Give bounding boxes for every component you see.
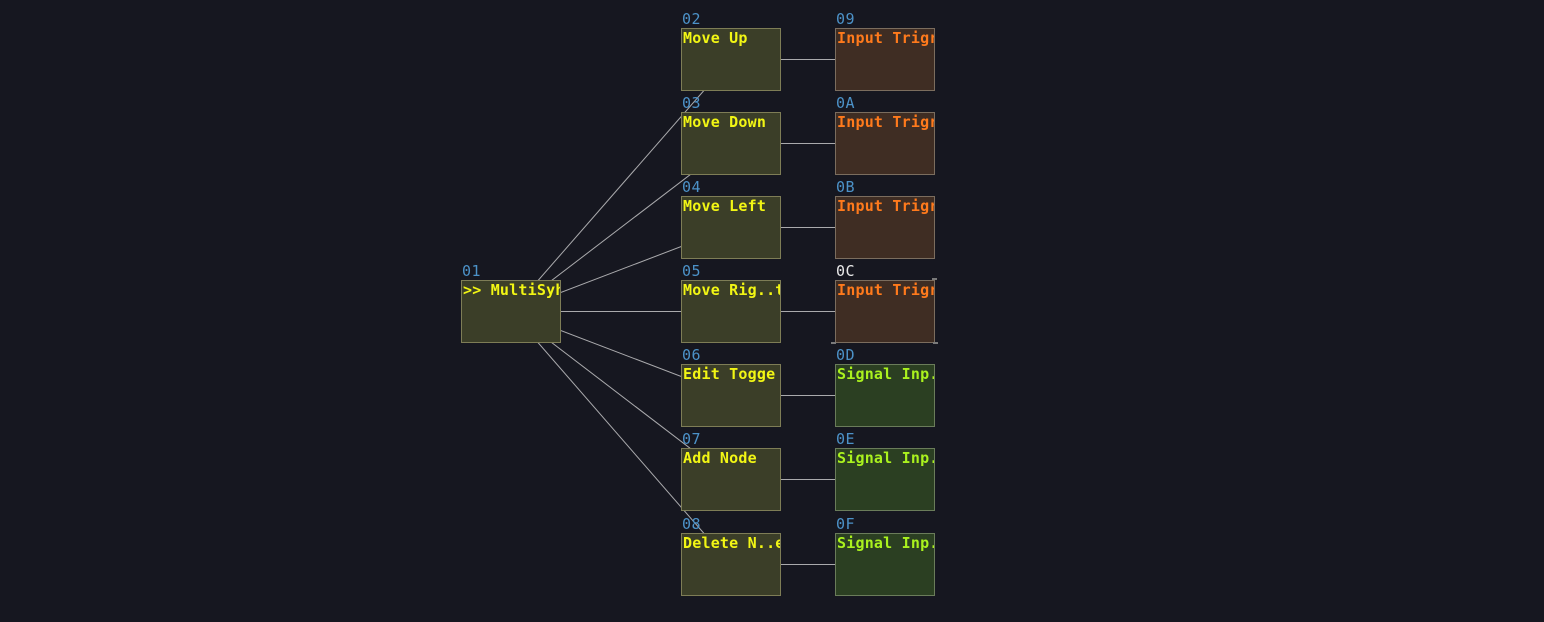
node-label: Input Trigr [837,281,935,299]
node-id: 0F [836,515,856,533]
node-08[interactable]: 08 Delete N..e [681,516,781,596]
node-label: Input Trigr [837,197,935,215]
node-label: Move Up [683,29,748,47]
node-label: Signal Inp.t [837,534,934,552]
node-0D[interactable]: 0D Signal Inp.t [835,347,935,427]
node-07[interactable]: 07 Add Node [681,431,781,511]
node-id: 0D [836,346,856,364]
node-body[interactable]: Signal Inp.t [835,448,935,511]
node-04[interactable]: 04 Move Left [681,179,781,259]
node-body[interactable]: >> MultiSyh [461,280,561,343]
node-body[interactable]: Signal Inp.t [835,533,935,596]
node-id: 07 [682,430,702,448]
node-label: Signal Inp.t [837,365,934,383]
node-body[interactable]: Move Down [681,112,781,175]
node-body[interactable]: Signal Inp.t [835,364,935,427]
node-01[interactable]: 01 >> MultiSyh [461,263,561,343]
node-label: Delete N..e [683,534,781,552]
selection-corner [932,278,937,280]
node-body[interactable]: Move Up [681,28,781,91]
node-body[interactable]: Input Trigr [835,28,935,91]
node-06[interactable]: 06 Edit Togge [681,347,781,427]
node-label: Add Node [683,449,757,467]
node-label: Move Left [683,197,767,215]
node-0E[interactable]: 0E Signal Inp.t [835,431,935,511]
node-id: 0A [836,94,856,112]
node-0F[interactable]: 0F Signal Inp.t [835,516,935,596]
node-body[interactable]: Move Left [681,196,781,259]
node-body[interactable]: Add Node [681,448,781,511]
node-05[interactable]: 05 Move Rig..t [681,263,781,343]
node-id: 0C [836,262,856,280]
node-body[interactable]: Input Trigr [835,196,935,259]
node-0B[interactable]: 0B Input Trigr [835,179,935,259]
node-id: 08 [682,515,702,533]
node-id: 09 [836,10,856,28]
selection-corner [831,342,836,344]
node-09[interactable]: 09 Input Trigr [835,11,935,91]
node-0A[interactable]: 0A Input Trigr [835,95,935,175]
node-03[interactable]: 03 Move Down [681,95,781,175]
node-body[interactable]: Move Rig..t [681,280,781,343]
node-label: Signal Inp.t [837,449,934,467]
node-id: 02 [682,10,702,28]
node-id: 05 [682,262,702,280]
node-id: 0B [836,178,856,196]
node-id: 06 [682,346,702,364]
node-body[interactable]: Edit Togge [681,364,781,427]
node-label: Input Trigr [837,113,935,131]
node-body[interactable]: Input Trigr [835,112,935,175]
node-id: 01 [462,262,482,280]
node-0C[interactable]: 0C Input Trigr [831,263,938,344]
node-id: 03 [682,94,702,112]
node-id: 04 [682,178,702,196]
node-body[interactable]: Input Trigr [835,280,935,343]
selection-corner [933,342,938,344]
node-label: Move Rig..t [683,281,781,299]
node-label: >> MultiSyh [463,281,561,299]
node-label: Move Down [683,113,767,131]
node-label: Edit Togge [683,365,776,383]
node-id: 0E [836,430,856,448]
node-02[interactable]: 02 Move Up [681,11,781,91]
node-label: Input Trigr [837,29,935,47]
node-body[interactable]: Delete N..e [681,533,781,596]
